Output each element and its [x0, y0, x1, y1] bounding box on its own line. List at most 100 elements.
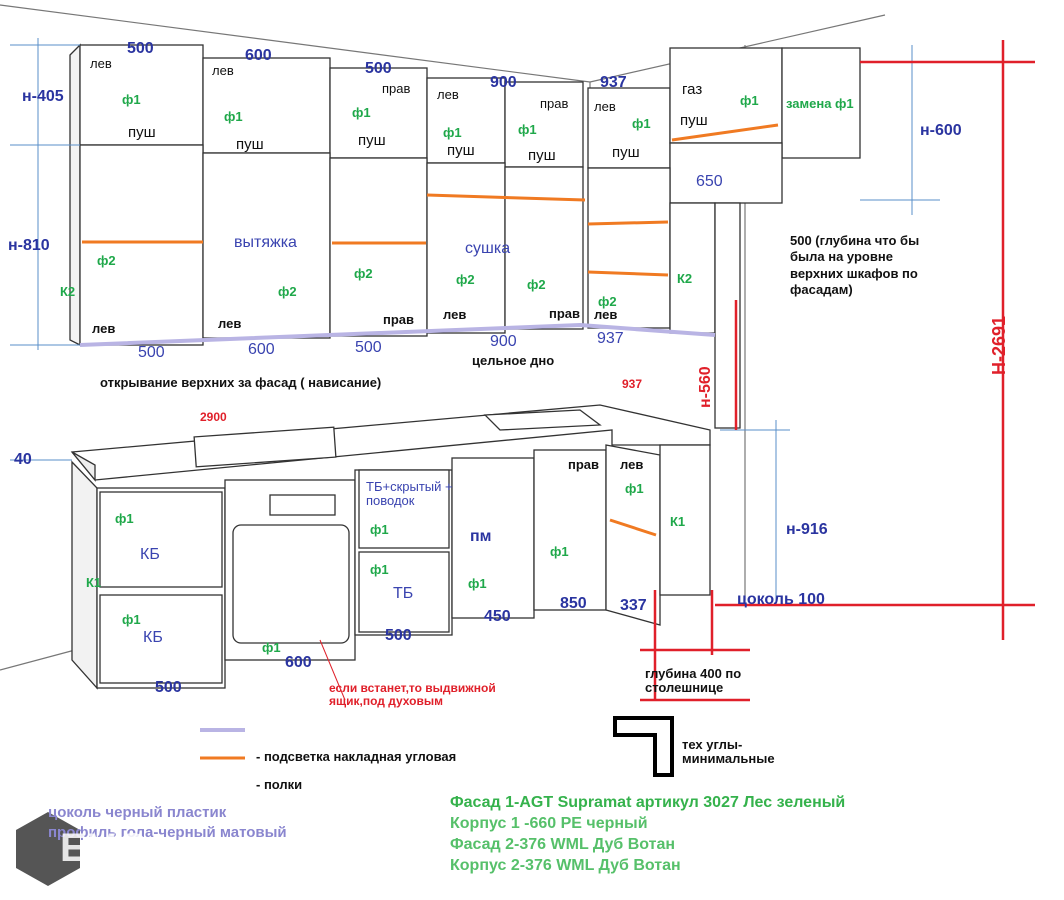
material-4: Корпус 2-376 WML Дуб Вотан: [450, 857, 681, 874]
lower-side-left: лев: [620, 457, 644, 472]
uc2-facade: ф1: [224, 109, 243, 124]
lower-width-4: 450: [484, 608, 511, 625]
lower-width-5: 850: [560, 595, 587, 612]
uc1-open: пуш: [128, 124, 156, 141]
top-width-5: 937: [600, 74, 627, 91]
height-2691: Н-2691: [989, 315, 1009, 375]
uc4-side: лев: [437, 87, 459, 102]
material-3: Фасад 2-376 WML Дуб Вотан: [450, 836, 676, 853]
uc1-facade: ф1: [122, 92, 141, 107]
k2-right: К2: [677, 271, 693, 286]
top-width-2: 600: [245, 47, 272, 64]
tech-corners-note: тех углы- минимальные: [682, 737, 775, 767]
top-width-3: 500: [365, 60, 392, 77]
lower-side-right: прав: [568, 457, 600, 472]
depth-note: 500 (глубина что бы была на уровне верхн…: [790, 233, 920, 297]
height-405: н-405: [22, 88, 64, 105]
tb1-f1: ф1: [370, 522, 389, 537]
wall-width: 2900: [200, 410, 227, 424]
hood-label: вытяжка: [234, 234, 297, 251]
plinth-label: цоколь 100: [737, 591, 825, 608]
k2-left: К2: [60, 284, 76, 299]
pm-f1: ф1: [468, 576, 487, 591]
gas-facade: ф1: [740, 93, 759, 108]
bottom-width-5: 937: [597, 330, 624, 347]
lc1-kb: КБ: [140, 546, 160, 563]
depth-400-note: глубина 400 по столешнице: [645, 666, 742, 696]
lc1-f1: ф1: [115, 511, 134, 526]
uc3-facade: ф1: [352, 105, 371, 120]
countertop: [70, 404, 711, 482]
lc2-f1: ф1: [122, 612, 141, 627]
lower-width-2: 600: [285, 654, 312, 671]
ul-side-2: лев: [218, 316, 242, 331]
countertop-thickness: 40: [14, 451, 32, 468]
overhang-note: открывание верхних за фасад ( нависание): [100, 375, 382, 390]
upper-cabinets: [69, 43, 861, 429]
gas-label: газ: [682, 81, 703, 98]
material-2: Корпус 1 -660 PE черный: [450, 815, 648, 832]
uc5-side: прав: [540, 96, 569, 111]
red-dimension-lines: [640, 40, 1035, 702]
height-560: н-560: [697, 366, 714, 408]
lc-k1-left: К1: [86, 575, 102, 590]
evo-logo: [16, 812, 80, 886]
uc4-open: пуш: [447, 142, 475, 159]
tb-hidden-label: ТБ+скрытый + поводок: [366, 479, 453, 509]
f2-6: ф2: [598, 294, 617, 309]
lower-width-6: 337: [620, 597, 647, 614]
lower-width-3: 500: [385, 627, 412, 644]
uc3-open: пуш: [358, 132, 386, 149]
sink-f1: ф1: [550, 544, 569, 559]
bottom-width-4: 900: [490, 333, 517, 350]
plinth-note-2: профиль гола-черный матовый: [48, 824, 287, 841]
gas-width: 650: [696, 173, 723, 190]
uc6-side: лев: [594, 99, 616, 114]
f2-5: ф2: [527, 277, 546, 292]
uc6-facade: ф1: [632, 116, 651, 131]
tb-label: ТБ: [393, 585, 414, 602]
f2-2: ф2: [278, 284, 297, 299]
evo-logo-text: EVO: [60, 826, 151, 870]
f2-4: ф2: [456, 272, 475, 287]
material-1: Фасад 1-AGT Supramat артикул 3027 Лес зе…: [450, 794, 846, 811]
uc2-open: пуш: [236, 136, 264, 153]
oven-f1: ф1: [262, 640, 281, 655]
height-810: н-810: [8, 237, 50, 254]
gas-open: пуш: [680, 112, 708, 129]
uc1-side: лев: [90, 56, 112, 71]
uc3-side: прав: [382, 81, 411, 96]
corner-width: 937: [622, 377, 643, 391]
uc5-facade: ф1: [518, 122, 537, 137]
tb2-f1: ф1: [370, 562, 389, 577]
legend-light: - подсветка накладная угловая: [256, 749, 457, 764]
lc2-kb: КБ: [143, 629, 163, 646]
ul-side-3: прав: [383, 312, 415, 327]
plinth-note-1: цоколь черный пластик: [48, 804, 227, 821]
bottom-width-3: 500: [355, 339, 382, 356]
bottom-width-1: 500: [138, 344, 165, 361]
lower-cabinets: [71, 444, 711, 690]
oven-note: если встанет,то выдвижной ящик,под духов…: [329, 681, 496, 709]
pm-label: пм: [470, 528, 492, 545]
height-600: н-600: [920, 122, 962, 139]
f2-1: ф2: [97, 253, 116, 268]
ul-side-4: лев: [443, 307, 467, 322]
ul-side-5: прав: [549, 306, 581, 321]
solid-bottom: цельное дно: [472, 353, 555, 368]
bottom-width-2: 600: [248, 341, 275, 358]
corner-f1: ф1: [625, 481, 644, 496]
uc2-side: лев: [212, 63, 234, 78]
ul-side-6: лев: [594, 307, 618, 322]
backlight-lines: [79, 322, 716, 732]
top-width-1: 500: [127, 40, 154, 57]
tech-corner-symbol: [613, 716, 674, 777]
uc5-open: пуш: [528, 147, 556, 164]
uc4-facade: ф1: [443, 125, 462, 140]
lc-k1-right: К1: [670, 514, 686, 529]
dimension-lines: [10, 38, 940, 605]
lower-width-1: 500: [155, 679, 182, 696]
uc6-open: пуш: [612, 144, 640, 161]
f2-3: ф2: [354, 266, 373, 281]
